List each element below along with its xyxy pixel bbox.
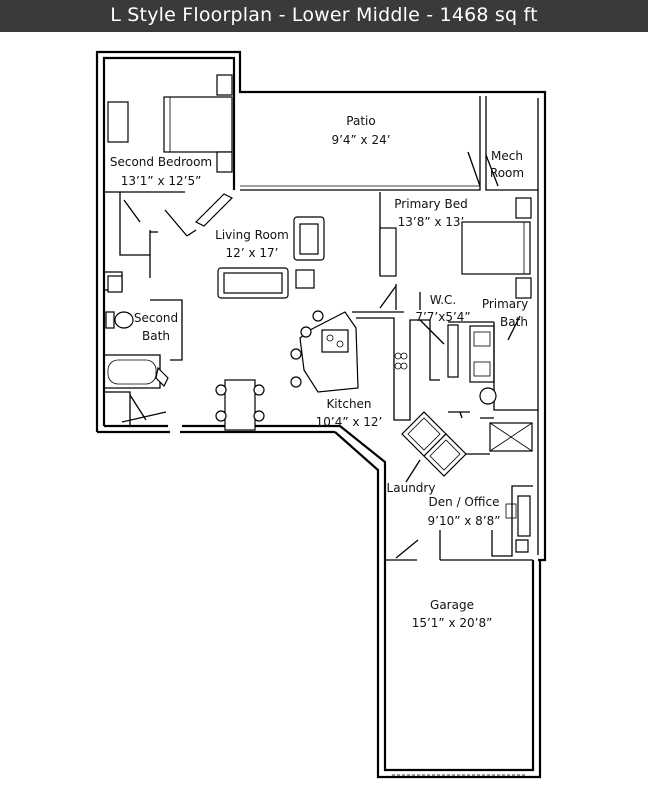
primary-bed-walls (379, 192, 532, 310)
living-room-label: Living Room (215, 228, 289, 242)
kitchen-size: 10’4” x 12’ (316, 415, 383, 429)
second-bath-label-line1: Second (134, 311, 178, 325)
garage-size: 15’1” x 20’8” (412, 616, 493, 630)
kitchen-counters (290, 310, 430, 421)
den-office-size: 9’10” x 8’8” (428, 514, 501, 528)
living-room-furniture (217, 216, 325, 299)
mech-room-label-line2: Room (490, 166, 524, 180)
mech-room-label-line1: Mech (491, 149, 523, 163)
wc-label: W.C. (430, 293, 457, 307)
laundry-label: Laundry (387, 481, 436, 495)
wc-size: 7’7’x5’4” (415, 310, 470, 324)
primary-bath-fixtures (419, 315, 538, 452)
primary-bed-label: Primary Bed (394, 197, 467, 211)
second-bath-label-line2: Bath (142, 329, 170, 343)
primary-bath-label-line2: Bath (500, 315, 528, 329)
patio-area (240, 96, 481, 191)
exterior-walls (95, 50, 547, 779)
primary-bath-label-line1: Primary (482, 297, 528, 311)
living-room-size: 12’ x 17’ (226, 246, 279, 260)
patio-size: 9’4” x 24’ (331, 133, 390, 147)
second-bedroom-label: Second Bedroom (110, 155, 212, 169)
dining-table (215, 379, 265, 431)
second-bedroom-furniture (104, 74, 234, 237)
den-office-label: Den / Office (429, 495, 500, 509)
kitchen-label: Kitchen (326, 397, 371, 411)
hall-closets (119, 192, 158, 278)
mech-room-walls (485, 96, 538, 191)
second-bedroom-size: 13’1” x 12’5” (121, 174, 202, 188)
patio-label: Patio (346, 114, 375, 128)
den-office-walls (395, 485, 533, 560)
primary-bed-size: 13’8” x 13’ (398, 215, 465, 229)
garage-label: Garage (430, 598, 474, 612)
room-labels: Second Bedroom 13’1” x 12’5” Patio 9’4” … (110, 114, 528, 630)
second-bath-fixtures (104, 271, 183, 426)
laundry-appliances (401, 411, 490, 483)
page-title: L Style Floorplan - Lower Middle - 1468 … (0, 0, 648, 32)
floor-plan: Second Bedroom 13’1” x 12’5” Patio 9’4” … (95, 50, 547, 779)
